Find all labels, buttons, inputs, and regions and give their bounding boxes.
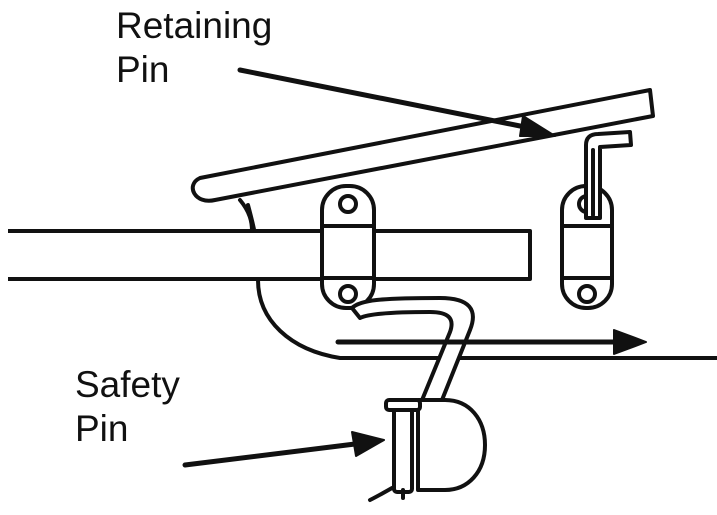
angled-plate — [190, 88, 655, 203]
horizontal-bar — [8, 229, 532, 281]
safety-pin-label-line1: Safety — [75, 364, 180, 405]
drop-arm — [350, 296, 475, 407]
safety-pin-label-line2: Pin — [75, 408, 129, 449]
bolt-icon — [338, 284, 358, 304]
safety-pin-label: Safety Pin — [75, 363, 180, 451]
retaining-pin-label: Retaining Pin — [116, 4, 272, 92]
retaining-pin-arrow — [237, 67, 556, 137]
bolt-icon — [338, 194, 358, 214]
left-clamp — [320, 184, 376, 310]
retaining-pin-label-line1: Retaining — [116, 5, 273, 46]
safety-pin — [368, 398, 422, 502]
plate-bracket — [238, 198, 254, 233]
bolt-icon — [577, 284, 597, 304]
safety-pin-arrow — [182, 431, 385, 468]
direction-arrow — [335, 329, 647, 355]
retaining-pin-label-line2: Pin — [116, 49, 170, 90]
retaining-pin — [584, 130, 633, 220]
support-bracket — [246, 203, 717, 360]
coupler-housing — [416, 398, 487, 492]
